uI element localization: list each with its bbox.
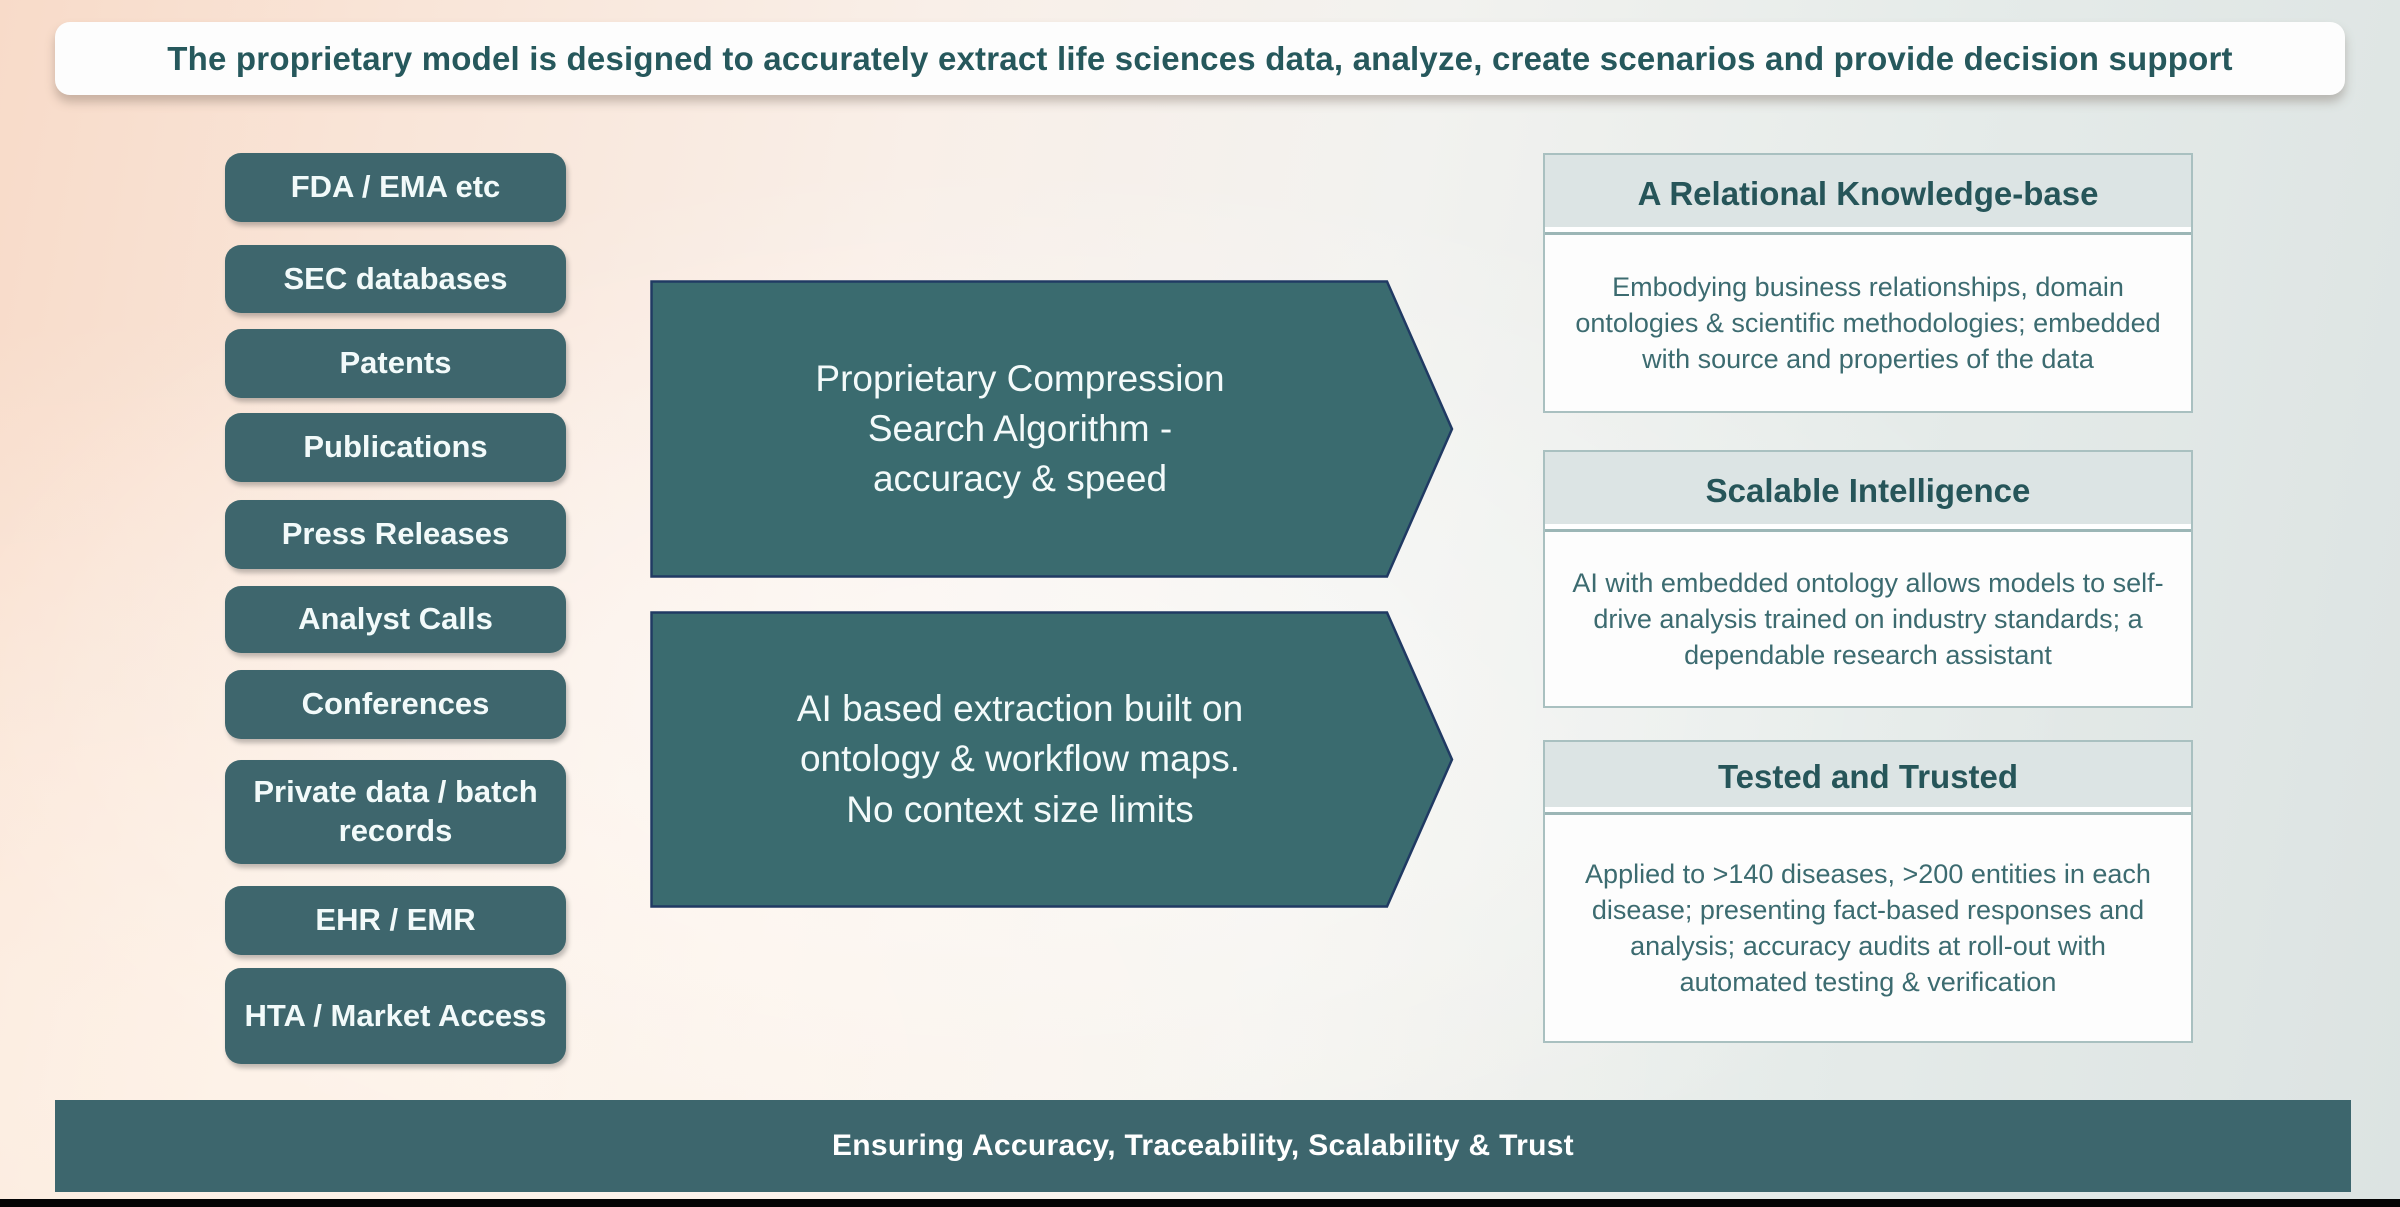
capability-title: A Relational Knowledge-base (1637, 174, 2099, 212)
source-pill-sec-databases: SEC databases (225, 245, 566, 313)
capability-body: AI with embedded ontology allows models … (1545, 532, 2191, 706)
top-banner: The proprietary model is designed to acc… (55, 22, 2345, 95)
source-pill-publications: Publications (225, 413, 566, 482)
source-pill-fda-ema: FDA / EMA etc (225, 153, 566, 222)
source-pill-label: Publications (303, 429, 488, 465)
process-arrow-text: AI based extraction built on ontology & … (796, 688, 1244, 830)
source-pill-label: Press Releases (281, 516, 510, 552)
source-pill-label: FDA / EMA etc (290, 169, 501, 205)
top-banner-text: The proprietary model is designed to acc… (167, 39, 2233, 77)
capability-body-text: AI with embedded ontology allows models … (1572, 568, 2164, 670)
capability-header: A Relational Knowledge-base (1545, 155, 2191, 235)
process-arrow-ai-extraction: AI based extraction built on ontology & … (650, 611, 1456, 908)
bottom-edge-strip (0, 1199, 2400, 1207)
process-arrow-compression-search: Proprietary Compression Search Algorithm… (650, 280, 1456, 578)
source-pill-private-data: Private data / batch records (225, 760, 566, 864)
source-pill-patents: Patents (225, 329, 566, 398)
source-pill-conferences: Conferences (225, 670, 566, 739)
source-pill-ehr-emr: EHR / EMR (225, 886, 566, 955)
capability-box-relational-knowledge-base: A Relational Knowledge-base Embodying bu… (1543, 153, 2193, 413)
capability-body: Applied to >140 diseases, >200 entities … (1545, 815, 2191, 1041)
capability-body: Embodying business relationships, domain… (1545, 235, 2191, 411)
source-pill-label: Private data / batch records (253, 774, 538, 848)
source-pill-press-releases: Press Releases (225, 500, 566, 569)
source-pill-label: Analyst Calls (298, 601, 493, 637)
capability-title: Scalable Intelligence (1705, 471, 2031, 509)
capability-box-tested-and-trusted: Tested and Trusted Applied to >140 disea… (1543, 740, 2193, 1043)
capability-body-text: Applied to >140 diseases, >200 entities … (1585, 859, 2151, 997)
right-arrow-shape-icon (650, 611, 1454, 908)
capability-header: Scalable Intelligence (1545, 452, 2191, 532)
capability-body-text: Embodying business relationships, domain… (1575, 272, 2161, 374)
source-pill-label: Patents (339, 345, 452, 381)
process-arrow-text: Proprietary Compression Search Algorithm… (815, 357, 1225, 500)
right-arrow-shape-icon (650, 280, 1454, 578)
bottom-banner: Ensuring Accuracy, Traceability, Scalabi… (55, 1100, 2351, 1192)
source-pill-label: Conferences (301, 686, 490, 722)
source-pill-label: SEC databases (283, 260, 508, 296)
source-pill-label: EHR / EMR (315, 902, 476, 938)
source-pill-analyst-calls: Analyst Calls (225, 586, 566, 653)
bottom-banner-text: Ensuring Accuracy, Traceability, Scalabi… (832, 1129, 1574, 1162)
capability-header: Tested and Trusted (1545, 742, 2191, 815)
capability-box-scalable-intelligence: Scalable Intelligence AI with embedded o… (1543, 450, 2193, 708)
capability-title: Tested and Trusted (1717, 758, 2019, 795)
source-pill-hta-market-access: HTA / Market Access (225, 968, 566, 1064)
source-pill-label: HTA / Market Access (244, 997, 547, 1033)
